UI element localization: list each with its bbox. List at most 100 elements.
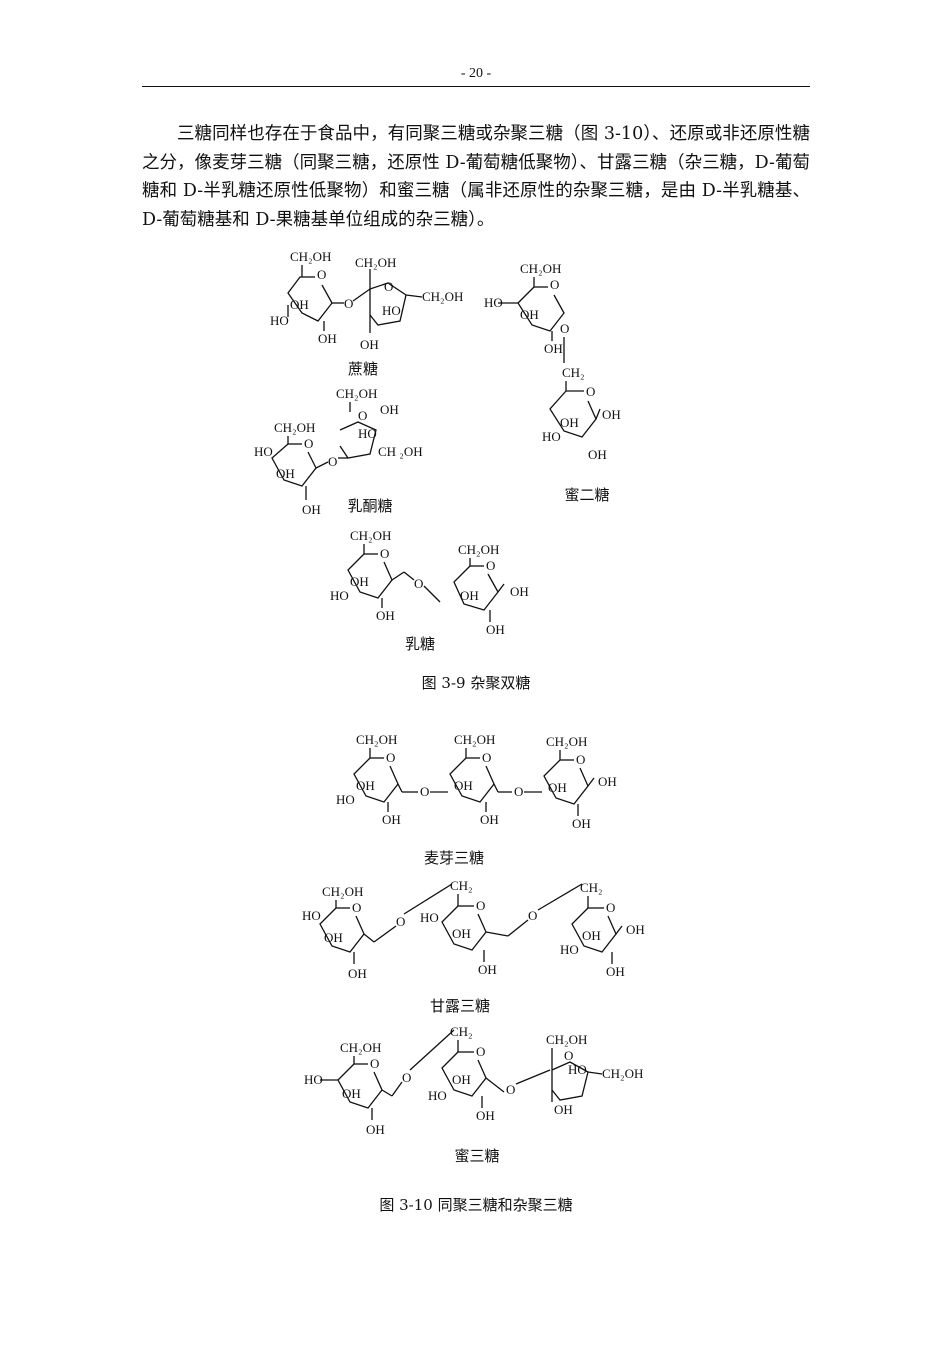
ch2oh-label: CH₂OH [322,884,363,899]
oh-label: OH [276,466,295,481]
oh-label: OH [544,341,563,356]
ho-label: HO [254,444,273,459]
oh-label: OH [478,962,497,977]
ring-oxygen: O [384,279,393,294]
body-paragraph: 三糖同样也存在于食品中，有同聚三糖或杂聚三糖（图 3-10）、还原或非还原性糖之… [142,124,810,230]
ho-label: HO [560,942,579,957]
oh-label: OH [598,774,617,789]
ho-label: HO [420,910,439,925]
ch2oh-label: CH₂OH [340,1040,381,1055]
oh-label: OH [318,331,337,346]
ho-label: HO [336,792,355,807]
ch2-label: CH₂ [450,1024,473,1039]
ho-label: HO [568,1062,587,1077]
maltotriose-label: 麦芽三糖 [423,849,484,867]
glucose-ring-3: CH₂OH O OH OH OH [543,734,617,831]
oh-label: OH [342,1086,361,1101]
galactose-ring-1: CH₂OH O HO OH OH O [304,1029,455,1137]
lactose-label: 乳糖 [404,635,435,653]
ring-oxygen: O [358,408,367,423]
sucrose-label: 蔗糖 [347,360,378,378]
ring-oxygen: O [606,900,615,915]
oh-label: OH [356,778,375,793]
melibiose-label: 蜜二糖 [564,486,610,504]
ho-label: HO [542,429,561,444]
mannotriose-label: 甘露三糖 [429,997,490,1015]
figure-3-9-caption: 图 3-9 杂聚双糖 [421,674,531,692]
ho-label: HO [382,303,401,318]
ho-label: HO [428,1088,447,1103]
ch2oh-label: CH₂OH [355,255,396,270]
glycosidic-oxygen: O [402,1070,411,1085]
oh-label: OH [454,778,473,793]
ch2oh-label: CH₂OH [458,542,499,557]
figure-3-10-caption: 图 3-10 同聚三糖和杂聚三糖 [379,1196,573,1214]
ring-oxygen: O [352,900,361,915]
oh-label: OH [382,812,401,827]
oh-label: OH [350,574,369,589]
page-number: - 20 - [460,66,492,81]
ring-oxygen: O [317,267,326,282]
glycosidic-oxygen: O [420,784,429,799]
glucose-ring-1: CH₂OH O OH HO OH O [336,732,448,827]
ch2oh-label: CH₂OH [356,732,397,747]
glycosidic-oxygen: O [560,321,569,336]
glycosidic-oxygen: O [506,1082,515,1097]
oh-label: OH [582,928,601,943]
oh-label: OH [548,780,567,795]
ch2oh-label: CH₂OH [546,1032,587,1047]
oh-label: OH [366,1122,385,1137]
oh-label: OH [560,415,579,430]
ring-oxygen: O [482,750,491,765]
oh-label: OH [452,1072,471,1087]
fructose-ring-3: CH₂OH O CH₂OH HO OH [546,1032,643,1117]
oh-label: OH [476,1108,495,1123]
glycosidic-oxygen: O [344,296,353,311]
ho-label: HO [330,588,349,603]
ho-label: HO [302,908,321,923]
glycosidic-oxygen: O [396,914,405,929]
glucose-ring-2: CH₂ O HO OH OH O [420,878,583,977]
lactose-structure: CH₂OH O OH HO OH O CH₂OH O OH OH OH [330,528,529,637]
ch2oh-label: CH₂OH [336,386,377,401]
oh-label: OH [572,816,591,831]
oh-label: OH [460,588,479,603]
ch2oh-label: CH₂OH [454,732,495,747]
ch2oh-label: CH₂OH [546,734,587,749]
lactulose-label: 乳酮糖 [347,497,393,515]
ho-label: HO [484,295,503,310]
ch2-label: CH₂ [562,365,585,380]
oh-label: OH [554,1102,573,1117]
ring-oxygen: O [386,750,395,765]
glycosidic-oxygen: O [528,908,537,923]
ch2oh-label: CH₂OH [422,289,463,304]
ring-oxygen: O [370,1056,379,1071]
ch2-label: CH₂ [450,878,473,893]
oh-label: OH [602,407,621,422]
oh-label: OH [290,297,309,312]
sucrose-structure: CH₂OH O OH HO OH O CH₂OH O CH₂OH HO OH [270,249,463,352]
glucose-ring-2: CH₂ O OH HO OH O [428,1024,551,1123]
ring-oxygen: O [476,1044,485,1059]
ring-oxygen: O [304,436,313,451]
ch2oh-label: CH₂OH [520,261,561,276]
oh-label: OH [324,930,343,945]
raffinose-structure: CH₂OH O HO OH OH O CH₂ O OH HO OH O CH₂O… [304,1024,643,1137]
glycosidic-oxygen: O [414,576,423,591]
ring-oxygen: O [476,898,485,913]
maltotriose-structure: CH₂OH O OH HO OH O CH₂OH O OH OH O CH₂OH… [336,732,617,831]
oh-label: OH [380,402,399,417]
oh-label: OH [486,622,505,637]
ring-oxygen: O [550,277,559,292]
glycosidic-oxygen: O [514,784,523,799]
oh-label: OH [452,926,471,941]
oh-label: OH [520,307,539,322]
oh-label: OH [480,812,499,827]
oh-label: OH [302,502,321,517]
oh-label: OH [510,584,529,599]
ch2oh-label: CH₂OH [350,528,391,543]
glycosidic-oxygen: O [328,454,337,469]
ring-oxygen: O [576,752,585,767]
ch2oh-label: CH₂OH [274,420,315,435]
oh-label: OH [588,447,607,462]
